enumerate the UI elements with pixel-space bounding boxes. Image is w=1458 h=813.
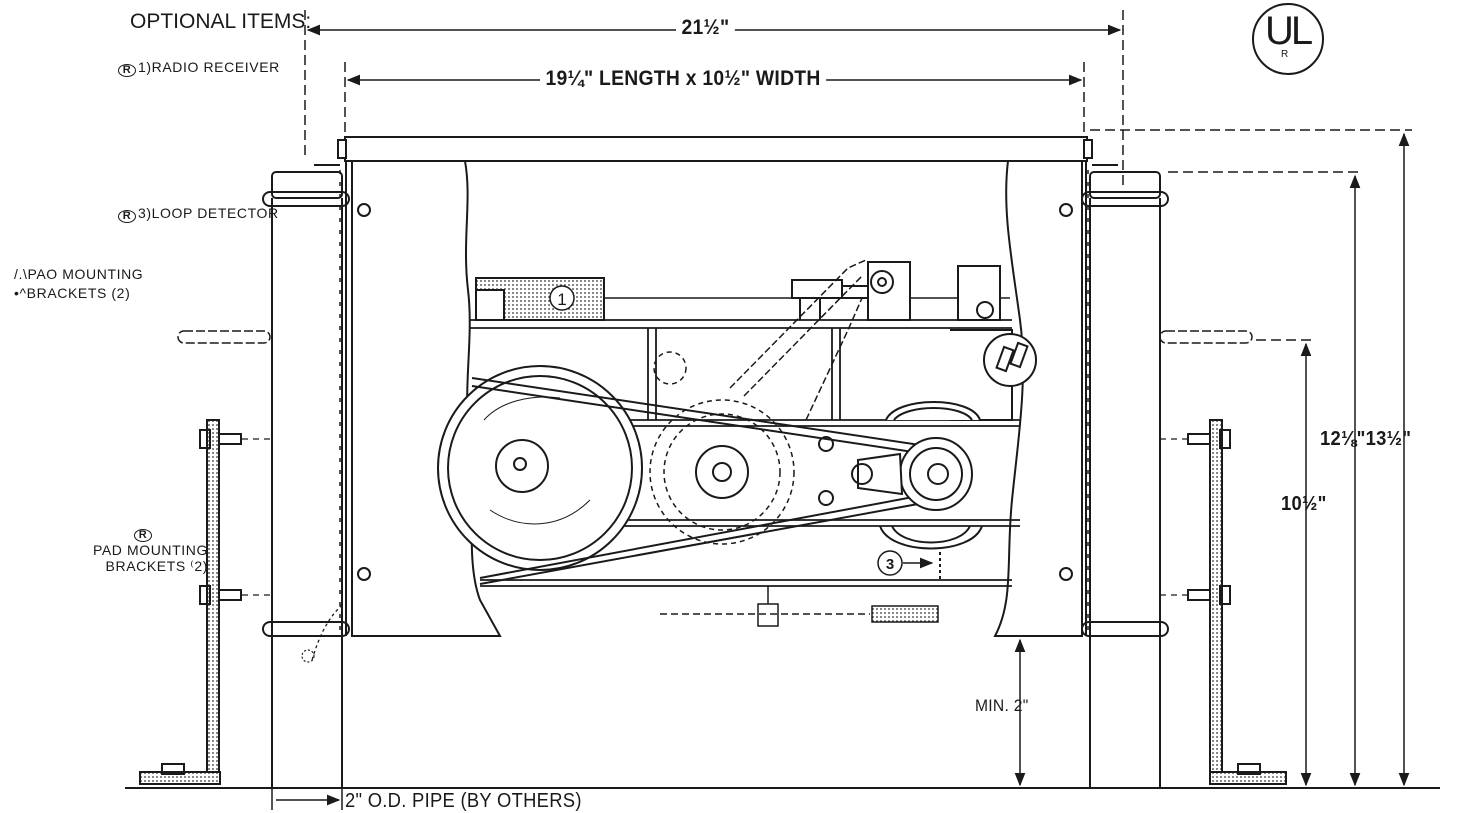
ul-registered: R	[1281, 49, 1289, 60]
right-pipe	[1081, 164, 1169, 788]
v-belt	[471, 377, 941, 585]
height-small-text: 12⅛"	[1320, 428, 1366, 450]
left-chain-stub	[177, 330, 271, 344]
loop-detector	[879, 401, 983, 582]
dimension-pipe: 2" O.D. PIPE (BY OTHERS)	[345, 790, 582, 812]
optional-item-text: 3)LOOP DETECTOR	[138, 205, 279, 221]
large-pulley	[437, 365, 643, 571]
callout-markers	[549, 285, 934, 576]
enclosure-lid	[337, 136, 1093, 162]
radio-receiver-box	[475, 277, 1010, 321]
optional-item-pad-mounting-line1: /.\PAO MOUNTING	[14, 266, 144, 282]
limit-switch	[867, 261, 1001, 321]
motor-housing	[950, 329, 1037, 421]
optional-items-heading: OPTIONAL ITEMS:	[130, 10, 312, 33]
height-large-text: 13½"	[1365, 428, 1412, 450]
dimension-min-clearance: MIN. 2"	[975, 696, 1029, 715]
dimension-overall-width: 21½"	[676, 16, 735, 41]
dimension-mount-height: 10½"	[1281, 493, 1327, 515]
right-chain-stub	[1159, 330, 1253, 344]
dimension-length-width: 19¼" LENGTH x 10½" WIDTH	[540, 67, 827, 92]
pad-mounting-line2: BRACKETS ⁽2)	[105, 558, 208, 575]
sprocket-dashed	[649, 351, 795, 545]
pad-mounting-line1: PAD MOUNTING	[92, 542, 208, 558]
callout-3-number: 3	[886, 556, 894, 573]
left-pad-bracket	[139, 419, 272, 785]
dimension-height-small: 12⅛"13½"	[1320, 428, 1411, 451]
ul-listed-mark: UL R	[1252, 3, 1324, 75]
optional-item-text: 1)RADIO RECEIVER	[138, 59, 280, 75]
optional-item-pad-mounting-line2: •^BRACKETS (2)	[14, 285, 131, 301]
registered-symbol-icon: R	[118, 210, 136, 223]
callout-1-number: 1	[557, 290, 566, 309]
registered-symbol-icon: R	[118, 64, 136, 77]
release-cord	[311, 604, 343, 661]
lower-chain	[660, 586, 939, 627]
ul-letters: UL	[1265, 9, 1313, 53]
right-side-panel	[993, 160, 1089, 637]
motor-pulley	[818, 436, 973, 511]
registered-symbol-icon: R	[134, 529, 152, 542]
left-pipe	[262, 164, 350, 788]
drive-chain	[729, 259, 867, 421]
sprocket-hub	[695, 445, 749, 499]
pad-mounting-label: R PAD MOUNTING BRACKETS ⁽2)	[48, 524, 208, 574]
right-pad-bracket	[1160, 419, 1287, 785]
